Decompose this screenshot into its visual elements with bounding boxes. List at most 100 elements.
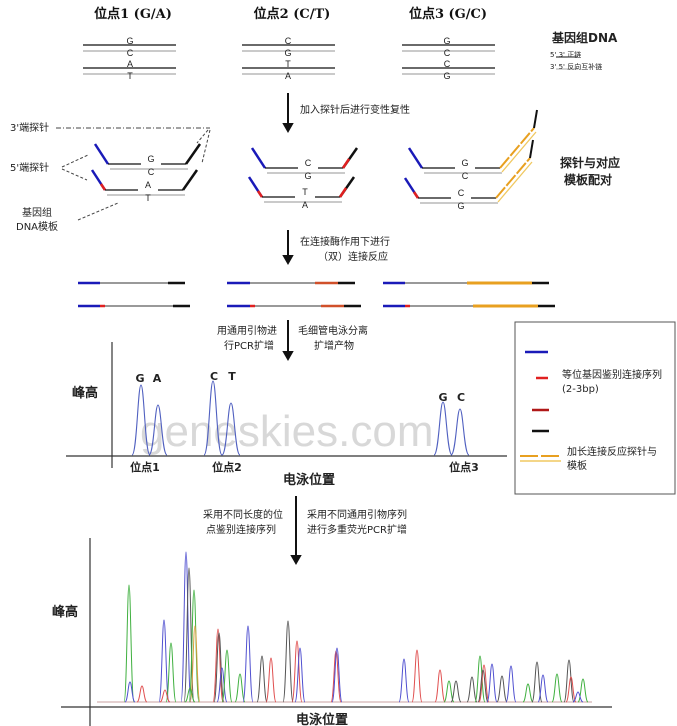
base-letter: G (284, 48, 291, 58)
legend-orange-label-wrap: 加长连接反应探针与模板 (567, 447, 657, 472)
chart2-peak (294, 647, 306, 703)
site1-title: 位点1 (G/A) (94, 6, 172, 22)
ligation-products (78, 281, 555, 308)
chart1-peak (433, 401, 453, 456)
chart2-peak (165, 642, 177, 703)
chart2-peak (189, 625, 201, 703)
base-letter: G (126, 36, 133, 46)
step4-right-2: 进行多重荧光PCR扩增 (307, 523, 407, 536)
base-letter: T (127, 71, 133, 81)
chart2-peak (221, 649, 233, 703)
peak-label: C (210, 370, 218, 383)
base-letter: A (285, 71, 291, 81)
chart2-peak (158, 619, 170, 703)
chart2-peak (486, 663, 498, 703)
template-label-2: DNA模板 (16, 220, 58, 233)
step3-left-1: 用通用引物进 (217, 324, 277, 337)
chart2-peaks (97, 551, 592, 703)
chart2-peak (291, 640, 303, 703)
extension-probe (499, 127, 535, 169)
legend-red-label-wrap: 等位基因鉴别连接序列(2-3bp) (562, 370, 662, 395)
site2-title: 位点2 (C/T) (254, 6, 331, 22)
base-letter: C (285, 36, 292, 46)
pairing-label-1: 探针与对应 (560, 155, 620, 170)
step2-text-1: 在连接酶作用下进行 (300, 235, 390, 248)
probe5-arm (407, 147, 424, 169)
site3-title: 位点3 (G/C) (409, 6, 487, 22)
probe-base: C (305, 158, 312, 168)
legend-orange-label: 加长连接反应探针与模板 (567, 447, 657, 472)
chart2-peak (522, 683, 534, 703)
template-base: C (462, 171, 469, 181)
chart2-peak (565, 676, 577, 703)
step4-left-1: 采用不同长度的位 (203, 508, 283, 521)
site1-axis-label: 位点1 (130, 460, 160, 474)
base-letter: T (285, 59, 291, 69)
chart1-peak (450, 408, 470, 456)
discriminating-base (99, 183, 107, 191)
chart1-ylabel: 峰高 (72, 385, 98, 401)
extension-probe (495, 157, 531, 199)
chart2-peak (443, 680, 455, 703)
chart2-peak (411, 649, 423, 703)
probe3-tag (341, 158, 351, 169)
step4-right-1: 采用不同通用引物序列 (307, 508, 407, 521)
chart2-peak (466, 676, 478, 703)
discriminating-base (256, 190, 264, 198)
chart2-peak (242, 625, 254, 703)
watermark: geneskies.com (140, 407, 433, 456)
step1-text: 加入探针后进行变性复性 (300, 103, 410, 116)
discriminating-base (412, 191, 420, 199)
step3-left-2: 行PCR扩增 (224, 339, 274, 352)
chart1-peak (131, 384, 151, 456)
process-arrows (282, 93, 302, 566)
pairing-label-2: 模板配对 (564, 172, 612, 187)
probe-base: T (302, 187, 308, 197)
base-letter: A (127, 59, 133, 69)
template-base: T (145, 193, 151, 203)
site2-axis-label: 位点2 (212, 460, 242, 474)
chart2-peak (212, 628, 224, 703)
chart1-peak (221, 402, 241, 456)
peak-label: G (438, 391, 447, 404)
extension-template (497, 161, 533, 203)
chart2-peak (572, 691, 584, 703)
template-base: G (304, 171, 311, 181)
legend-red-label: 等位基因鉴别连接序列(2-3bp) (562, 370, 662, 395)
base-letter: G (443, 36, 450, 46)
probe3-arm (184, 143, 202, 165)
chart2-peak (123, 584, 135, 703)
chart2-ylabel: 峰高 (52, 604, 78, 620)
chart2-peak (216, 667, 228, 703)
chart2-peak (213, 632, 225, 703)
probe5-arm (250, 147, 267, 169)
chart2-peak (234, 673, 246, 703)
peak-label: C (457, 391, 465, 404)
peak-label: A (153, 372, 162, 385)
chart2-peak (551, 673, 563, 703)
extension-template (501, 131, 537, 173)
template-base: G (457, 201, 464, 211)
chart2-peak (496, 675, 508, 703)
chart2-peak (450, 680, 462, 703)
chart2-peak (577, 678, 589, 703)
base-letter: C (127, 48, 134, 58)
chart2-peak (398, 658, 410, 703)
chart2-peak (265, 657, 277, 703)
chart2-axes (61, 538, 612, 726)
probe5-arm (93, 143, 110, 165)
probe-base: A (145, 180, 151, 190)
dna-legend-reverse: 3' 5' 反向互补链 (550, 62, 602, 71)
chart2-peak (505, 665, 517, 703)
base-letter: G (443, 71, 450, 81)
chart2-peak (330, 650, 342, 703)
probe3-arm (529, 139, 534, 159)
chart2-peak (531, 661, 543, 703)
probe3-tag (338, 187, 348, 198)
chart1-axes (66, 342, 507, 468)
chart1-peak (203, 380, 223, 456)
chart2-peak (477, 669, 489, 703)
chart1-peaks (131, 380, 470, 456)
